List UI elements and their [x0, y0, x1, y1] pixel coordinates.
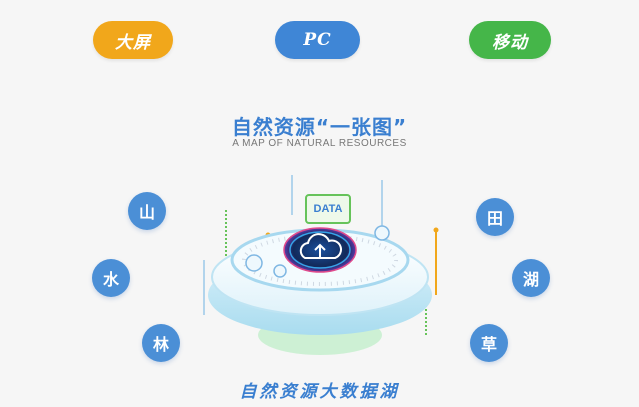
footer-title: 自然资源大数据湖: [239, 382, 400, 402]
orb: [273, 264, 287, 278]
deco-dot: [433, 227, 439, 233]
mobile-button[interactable]: 移动: [469, 21, 551, 59]
big-screen-button[interactable]: 大屏: [93, 21, 173, 59]
tick-ring: [242, 234, 398, 286]
pc-button[interactable]: PC: [275, 21, 360, 59]
resource-mountain[interactable]: 山: [128, 192, 166, 230]
resource-grass[interactable]: 草: [470, 324, 508, 362]
data-lake-platform: [203, 175, 439, 355]
page-title: 自然资源“一张图”: [231, 115, 408, 139]
orb: [374, 225, 390, 241]
resource-water[interactable]: 水: [92, 259, 130, 297]
resource-forest[interactable]: 林: [142, 324, 180, 362]
resource-field[interactable]: 田: [476, 198, 514, 236]
page-subtitle: A MAP OF NATURAL RESOURCES: [232, 138, 407, 149]
core-ring: [289, 231, 351, 269]
data-badge: DATA: [305, 194, 351, 224]
resource-lake[interactable]: 湖: [512, 259, 550, 297]
cloud-upload-icon: [299, 233, 342, 259]
orb: [245, 254, 263, 272]
